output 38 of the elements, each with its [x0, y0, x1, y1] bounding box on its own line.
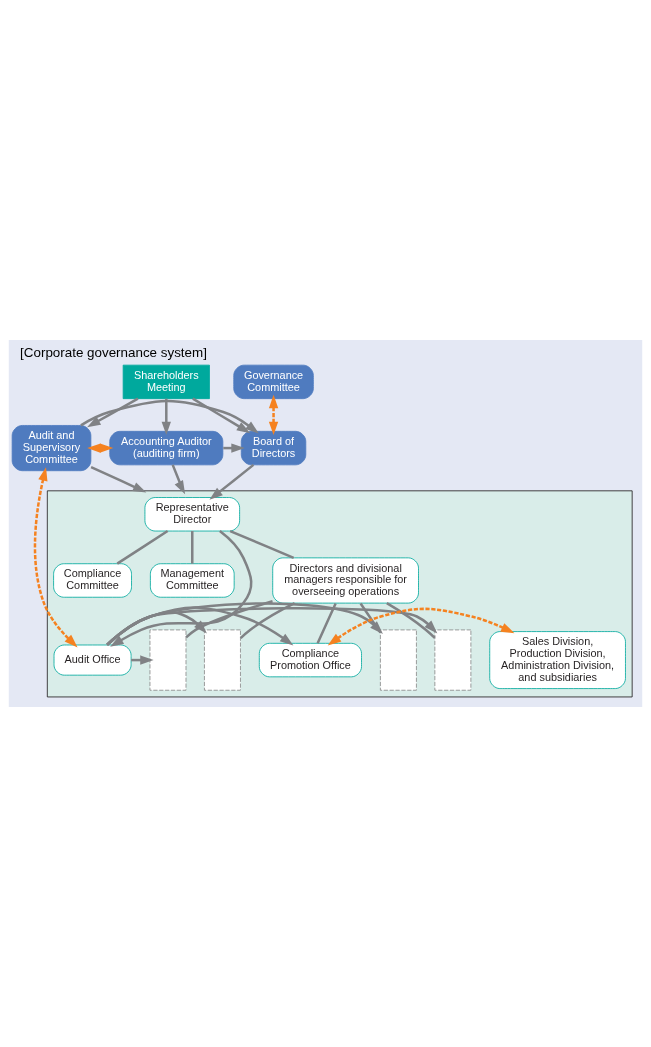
- connector: [116, 530, 169, 565]
- node-box: Governance Committee: [233, 364, 314, 400]
- connector: [229, 529, 295, 559]
- connector: [191, 531, 194, 564]
- arrow: [110, 530, 253, 647]
- arrow: [87, 397, 139, 428]
- arrow: [161, 398, 171, 436]
- node-box: [204, 629, 241, 691]
- node-box: Audit Office: [53, 644, 132, 676]
- connector: [185, 600, 273, 639]
- arrow: [171, 464, 186, 495]
- arrow: [192, 397, 251, 434]
- arrow: [327, 607, 515, 646]
- arrow: [90, 465, 147, 493]
- node-box: Representative Director: [144, 497, 241, 532]
- arrow: [268, 394, 279, 436]
- arrow: [209, 463, 255, 500]
- node-box: [149, 629, 187, 691]
- connector: [239, 602, 296, 640]
- connector: [386, 602, 436, 639]
- node-box: Management Committee: [149, 563, 235, 598]
- arrow: [106, 602, 383, 646]
- node-box: Audit and Supervisory Committee: [11, 425, 92, 472]
- node-box: Accounting Auditor (auditing firm): [109, 430, 224, 466]
- node-box: [379, 629, 417, 691]
- node-box: Board of Directors: [240, 430, 307, 466]
- node-box: Compliance Committee: [53, 563, 132, 598]
- node-box: Directors and divisional managers responsible for overseeing operations: [272, 557, 419, 604]
- arrow: [80, 399, 259, 434]
- cluster: [46, 490, 633, 698]
- node-box: [434, 629, 472, 691]
- node-box: Shareholders Meeting: [122, 364, 210, 400]
- node-box: Compliance Promotion Office: [258, 642, 362, 678]
- diagram-title: [Corporate governance system]: [20, 345, 207, 361]
- connector: [316, 602, 337, 644]
- connector: [359, 602, 382, 634]
- arrow: [33, 467, 78, 648]
- node-box: Sales Division, Production Division, Administration Division, and subsidiaries: [489, 631, 626, 689]
